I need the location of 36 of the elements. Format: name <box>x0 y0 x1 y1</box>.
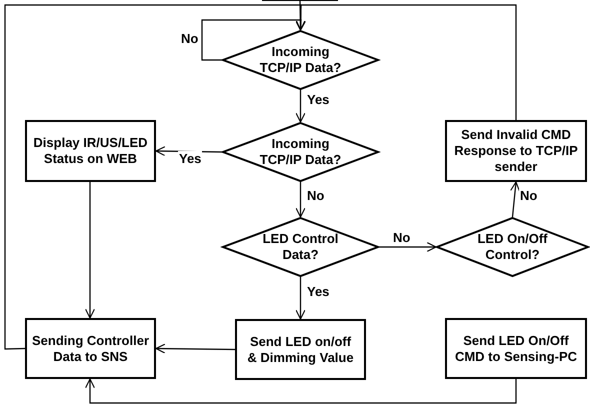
process-box <box>445 318 587 379</box>
arrow <box>295 0 306 31</box>
edge-label: Yes <box>178 151 202 166</box>
arrow <box>295 277 306 320</box>
node-text: LED On/Off Control? <box>476 231 549 263</box>
edge-label: No <box>306 188 326 203</box>
arrow <box>510 181 520 218</box>
node-text: Sending Controller Data to SNS <box>31 332 150 364</box>
process-box <box>25 318 156 379</box>
process-box <box>445 120 587 182</box>
decision-diamond <box>222 30 379 90</box>
process-box <box>25 120 156 182</box>
arrow <box>295 90 306 123</box>
node-text: Display IR/US/LED Status on WEB <box>32 135 149 167</box>
arrow <box>155 344 235 354</box>
arrow <box>296 4 517 120</box>
arrow <box>201 19 306 61</box>
node-text: Send LED On/Off CMD to Sensing-PC <box>454 332 578 364</box>
node-text: Send Invalid CMD Response to TCP/IP sender <box>453 127 579 175</box>
decision-diamond <box>436 217 589 277</box>
edge-label: No <box>519 188 538 203</box>
decision-diamond <box>222 122 379 182</box>
edge-label: No <box>392 230 412 245</box>
node-text: Send LED on/off & Dimming Value <box>246 334 354 366</box>
decision-diamond <box>222 217 379 277</box>
arrow <box>84 378 517 404</box>
node-text: LED Control Data? <box>262 231 338 263</box>
edge-label: No <box>180 31 200 46</box>
node-text: Incoming TCP/IP Data? <box>258 44 342 76</box>
arrow <box>84 182 96 319</box>
edge-label: Yes <box>306 92 330 107</box>
node-text: Incoming TCP/IP Data? <box>258 136 342 168</box>
process-box <box>235 319 366 380</box>
arrow <box>295 182 306 218</box>
arrow <box>379 242 437 252</box>
edge-label: Yes <box>306 284 330 299</box>
